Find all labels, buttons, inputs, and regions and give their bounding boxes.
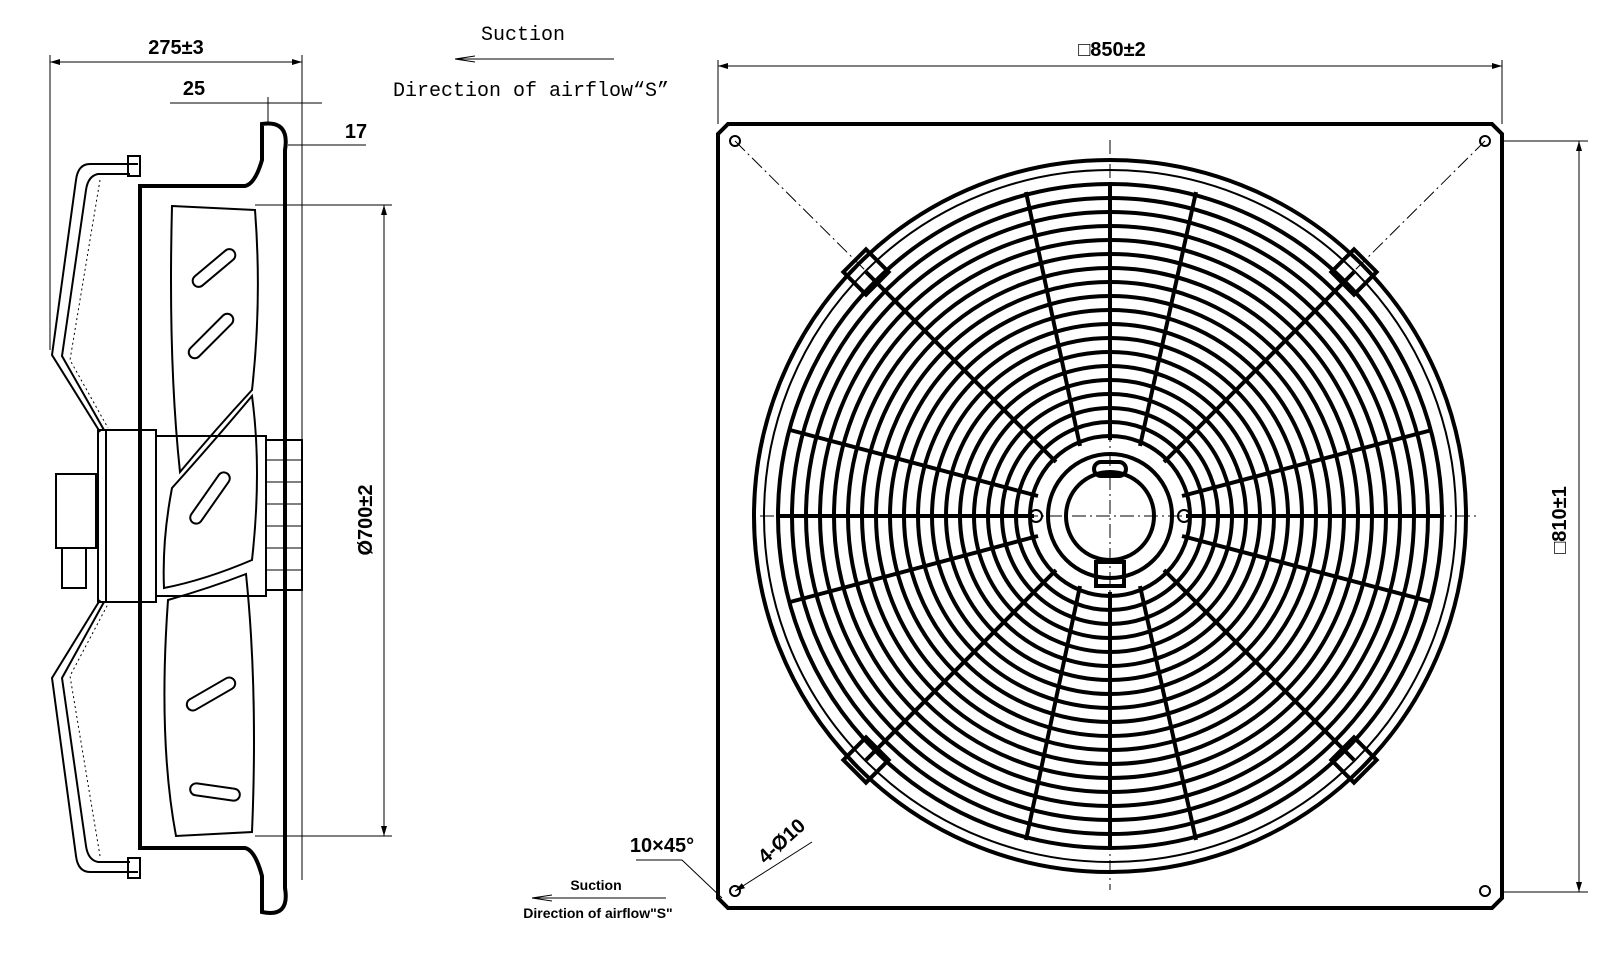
guard-brackets [840, 246, 1380, 786]
blade-top [170, 204, 259, 475]
diagonal-tl [734, 140, 876, 281]
mount-hole-top-left [729, 135, 741, 147]
diagonal-tr [1344, 140, 1486, 281]
square-plate [716, 122, 1504, 910]
guard-spoke [789, 428, 1039, 498]
diameter-label: Ø700±2 [355, 484, 377, 555]
chamfer-label: 10×45° [630, 835, 694, 857]
rotor-fins [265, 439, 303, 591]
side-view: 275±3 25 17 Ø700±2 [49, 37, 392, 915]
guard-spoke [1181, 534, 1433, 604]
motor-front-mid [1046, 452, 1174, 580]
motor-bolt-right [1177, 509, 1191, 523]
terminal-box [55, 473, 97, 549]
bolt-bottom [127, 857, 141, 879]
blade-slot-1 [191, 248, 237, 288]
holes-label: 4-Ø10 [754, 815, 810, 869]
hole-spacing-label: □810±1 [1549, 486, 1571, 554]
motor-plate [97, 429, 107, 603]
blade-slot-2 [187, 312, 235, 360]
width-label: □850±2 [1078, 39, 1146, 61]
front-annotations: 10×45° 4-Ø10 [630, 815, 813, 899]
bolt-top [127, 155, 141, 177]
guard-spoke [789, 534, 1039, 604]
motor-terminal-front [1094, 560, 1126, 588]
motor-bolt-left [1029, 509, 1043, 523]
guard-spoke [864, 568, 1058, 762]
guard-ring [776, 182, 1444, 850]
motor-label-plate [1092, 460, 1128, 478]
guard-spoke [1162, 568, 1356, 762]
inlet-ring-outer [752, 158, 1468, 874]
guard-profile-top-outer [50, 163, 138, 433]
guard-spokes [780, 186, 1440, 846]
rotor-hub [155, 435, 267, 597]
blade-bottom [163, 572, 255, 838]
guard-spoke [1024, 585, 1082, 841]
offset-17-label: 17 [345, 121, 367, 143]
chamfer-leader-d [681, 859, 723, 899]
suction-label-bottom: Suction [570, 877, 621, 893]
inlet-ring-inner [763, 169, 1457, 863]
guard-spoke [1024, 191, 1082, 447]
guard-spoke [1181, 428, 1433, 498]
airflow-annotation-bottom: Suction Direction of airflow"S" [523, 877, 672, 921]
airflow-direction-label-bottom: Direction of airflow"S" [523, 905, 672, 921]
guard-profile-top-inner [60, 173, 130, 431]
guard-bracket-tr [1328, 246, 1380, 298]
mount-hole-top-right [1479, 135, 1491, 147]
motor-body [105, 429, 157, 603]
mount-hole-bottom-right [1479, 885, 1491, 897]
suction-label-top: Suction [481, 24, 565, 47]
blade-slot-5 [189, 782, 241, 802]
guard-spoke [1138, 585, 1198, 841]
guard-bracket-bl [840, 734, 892, 786]
inlet-flange [138, 121, 288, 915]
guard-spoke [1162, 270, 1356, 464]
blade-slot-4 [185, 676, 237, 712]
guard-profile-bottom-inner [60, 601, 130, 863]
guard-spoke [1138, 191, 1198, 447]
blade-middle [162, 393, 258, 590]
holes-leader [734, 841, 813, 892]
airflow-direction-label-top: Direction of airflow“S” [393, 80, 669, 103]
cable-gland [61, 547, 87, 589]
guard-profile-bottom-outer [50, 599, 138, 873]
guard-bracket-br [1328, 734, 1380, 786]
guard-hatch-top [69, 179, 109, 429]
blade-slot-3 [189, 471, 231, 525]
overall-depth-label: 275±3 [148, 37, 203, 59]
airflow-annotation-top: Suction Direction of airflow“S” [393, 24, 669, 103]
front-view: □850±2 □810±1 [716, 39, 1588, 910]
guard-hatch-bottom [69, 603, 109, 857]
guard-spoke [864, 270, 1058, 464]
offset-25-label: 25 [183, 78, 205, 100]
guard-bracket-tl [840, 246, 892, 298]
